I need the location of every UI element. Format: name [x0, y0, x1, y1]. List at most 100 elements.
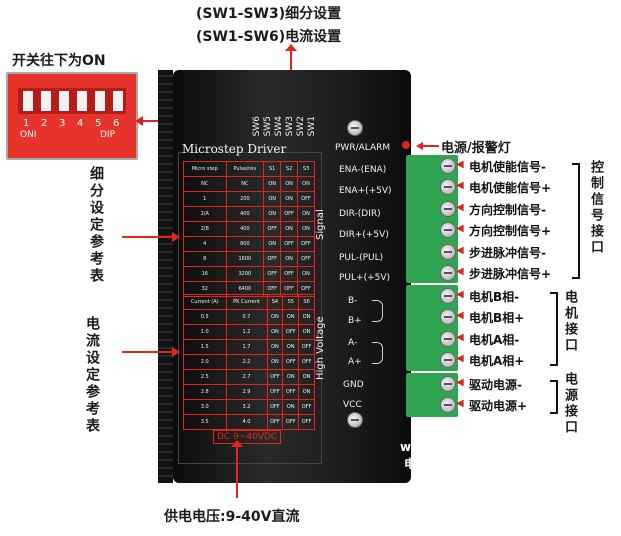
table-cell: 1.7 — [225, 339, 268, 355]
coil-b-icon — [372, 300, 383, 322]
terminal-screw-8 — [440, 309, 456, 325]
watermark-name: 电子开发网 — [404, 457, 465, 471]
table-cell: OFF — [266, 399, 284, 415]
table-cell: OFF — [263, 221, 282, 237]
table-cell: OFF — [298, 339, 315, 355]
dip-num-5: 5 — [95, 118, 102, 129]
top-screw — [347, 120, 363, 136]
pin-desc-power-plus: 驱动电源+ — [469, 399, 528, 413]
pin-label-b-minus: B- — [348, 296, 358, 306]
pin-label-dir-minus: DIR-(DIR) — [339, 209, 381, 219]
sw-label-1: SW1 — [307, 116, 317, 137]
top-label-microstep: (SW1-SW3)细分设置 — [196, 6, 342, 22]
table-cell: S3 — [297, 161, 315, 177]
table-cell: OFF — [298, 354, 315, 370]
table-cell: ON — [280, 221, 299, 237]
coil-a-icon — [372, 342, 383, 364]
arrow-left-icon: ◀ — [456, 353, 464, 364]
pin-desc-pul-plus: 步进脉冲信号+ — [469, 267, 552, 281]
dip-toggle-1 — [23, 91, 33, 111]
pin-label-gnd: GND — [343, 380, 364, 390]
current-ref-arrow — [172, 347, 180, 357]
table-cell: OFF — [280, 236, 299, 252]
heatsink-fins — [158, 70, 173, 483]
table-cell: ON — [282, 309, 300, 325]
pin-label-pul-plus: PUL+(+5V) — [339, 273, 391, 283]
table-cell: 1.0 — [183, 324, 227, 340]
table-cell: OFF — [298, 399, 315, 415]
pin-desc-b-minus: 电机B相- — [469, 290, 520, 304]
bottom-screw — [347, 412, 363, 428]
dip-num-1: 1 — [23, 118, 30, 129]
dip-num-2: 2 — [41, 118, 48, 129]
arrow-left-icon: ◀ — [456, 159, 464, 170]
table-cell: ON — [298, 324, 315, 340]
table-cell: 800 — [225, 236, 265, 252]
arrow-left-icon: ◀ — [456, 332, 464, 343]
table-cell: ON — [282, 339, 300, 355]
dip-toggle-5 — [95, 91, 105, 111]
table-cell: NC — [183, 176, 227, 192]
table-cell: ON — [282, 399, 300, 415]
current-ref-label: 电流设定参考表 — [84, 316, 100, 435]
table-cell: 3200 — [225, 266, 265, 282]
table-cell: 3.2 — [225, 399, 268, 415]
table-cell: ON — [297, 221, 315, 237]
table-cell: OFF — [297, 191, 315, 207]
pin-label-pul-minus: PUL-(PUL) — [339, 253, 384, 263]
table-cell: OFF — [297, 251, 315, 267]
table-cell: OFF — [263, 266, 282, 282]
table-cell: ON — [263, 176, 282, 192]
terminal-screw-2 — [440, 179, 456, 195]
table-cell: 16 — [183, 266, 227, 282]
table-cell: ON — [280, 176, 299, 192]
table-cell: Current (A) — [183, 294, 227, 310]
led-arrow — [416, 142, 423, 150]
dip-toggle-3 — [59, 91, 69, 111]
terminal-screw-3 — [440, 201, 456, 217]
table-cell: 400 — [225, 221, 265, 237]
watermark-url: www.dzkfw.com.cn — [400, 440, 529, 454]
dip-on-text: ONI — [20, 130, 37, 140]
pin-desc-a-plus: 电机A相+ — [469, 354, 525, 368]
dc-range-label: DC 9~40VDC — [213, 430, 282, 444]
table-cell: OFF — [282, 384, 300, 400]
table-cell: 3.5 — [183, 414, 227, 430]
dip-toggle-6 — [113, 91, 123, 111]
pin-desc-dir-minus: 方向控制信号- — [469, 203, 546, 217]
terminal-screw-11 — [440, 376, 456, 392]
table-cell: 1.5 — [183, 339, 227, 355]
table-cell: Pulse/rev — [225, 161, 265, 177]
power-group-label: 电源接口 — [562, 372, 577, 436]
table-cell: 0.7 — [225, 309, 268, 325]
table-cell: 1.2 — [225, 324, 268, 340]
table-cell: ON — [266, 339, 284, 355]
arrow-left-icon: ◀ — [456, 223, 464, 234]
pin-desc-pul-minus: 步进脉冲信号- — [469, 246, 546, 260]
arrow-left-icon: ◀ — [456, 266, 464, 277]
arrow-left-icon: ◀ — [456, 245, 464, 256]
control-bracket — [572, 163, 580, 279]
table-cell: OFF — [282, 324, 300, 340]
table-cell: S5 — [282, 294, 300, 310]
dip-toggle-2 — [41, 91, 51, 111]
hv-word: High Voltage — [315, 316, 326, 380]
dip-switch-image: 1 2 3 4 5 6 ONI DIP — [6, 72, 138, 160]
pin-desc-dir-plus: 方向控制信号+ — [469, 224, 552, 238]
table-cell: NC — [225, 176, 265, 192]
table-cell: ON — [298, 369, 315, 385]
sw-label-6: SW6 — [252, 116, 262, 137]
sw-label-2: SW2 — [296, 116, 306, 137]
table-cell: OFF — [280, 206, 299, 222]
dip-toggle-4 — [77, 91, 87, 111]
dip-pointer-arrow — [135, 116, 143, 126]
table-cell: PK Current — [225, 294, 268, 310]
